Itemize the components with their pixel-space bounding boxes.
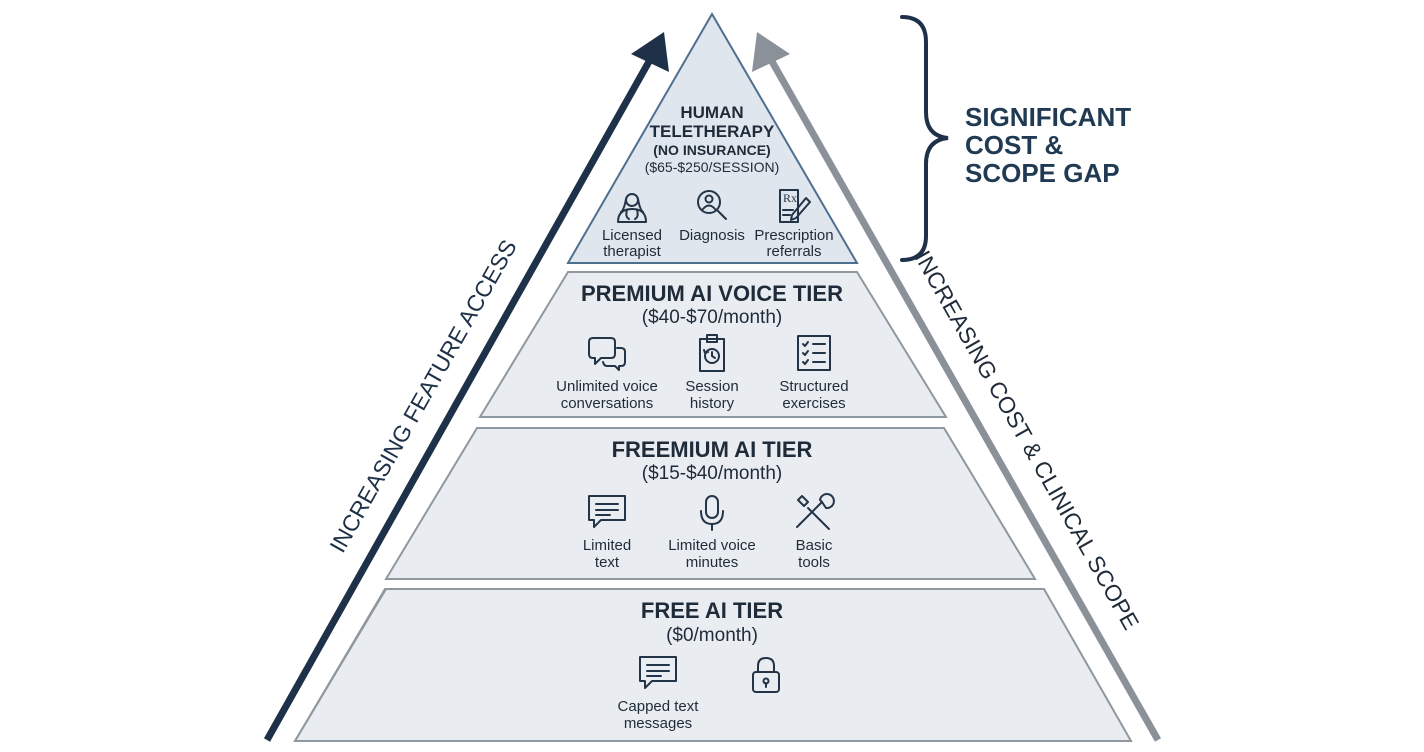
- feature-label: referrals: [766, 243, 821, 260]
- feature-label: Diagnosis: [679, 227, 745, 244]
- feature-label: Capped text: [618, 698, 700, 715]
- tier-title: PREMIUM AI VOICE TIER: [581, 281, 843, 306]
- feature-label: Limited: [583, 537, 631, 554]
- feature-label: Prescription: [754, 227, 833, 244]
- gap-label-line: SIGNIFICANT: [965, 102, 1131, 132]
- tier-price: ($0/month): [666, 625, 758, 646]
- feature-label: Structured: [779, 378, 848, 395]
- tier-price: ($40-$70/month): [642, 307, 782, 328]
- tier-title-line: HUMAN: [680, 103, 743, 122]
- tier-price: ($65-$250/SESSION): [645, 159, 780, 175]
- feature-label: Limited voice: [668, 537, 756, 554]
- gap-label-line: COST &: [965, 130, 1063, 160]
- tier-price: ($15-$40/month): [642, 463, 782, 484]
- tier-freemium: [384, 427, 1037, 580]
- left-arrow: [263, 32, 669, 742]
- feature-label: messages: [624, 715, 692, 732]
- feature-label: Unlimited voice: [556, 378, 658, 395]
- tier-note: (NO INSURANCE): [653, 142, 770, 158]
- tier-free: [293, 588, 1133, 742]
- feature-label: Session: [685, 378, 738, 395]
- feature-label: conversations: [561, 395, 654, 412]
- gap-brace: [900, 15, 949, 262]
- feature-label: history: [690, 395, 735, 412]
- feature-label: Licensed: [602, 227, 662, 244]
- gap-label-line: SCOPE GAP: [965, 158, 1120, 188]
- tier-title: FREEMIUM AI TIER: [612, 437, 813, 462]
- feature-label: Basic: [796, 537, 833, 554]
- feature-label: therapist: [603, 243, 661, 260]
- tier-premium: [478, 271, 948, 418]
- right-arrow: [752, 32, 1162, 742]
- feature-label: tools: [798, 554, 830, 571]
- tier-title-line: TELETHERAPY: [650, 122, 775, 141]
- feature-label: exercises: [782, 395, 845, 412]
- feature-label: minutes: [686, 554, 739, 571]
- tier-title: FREE AI TIER: [641, 598, 783, 623]
- feature-label: text: [595, 554, 620, 571]
